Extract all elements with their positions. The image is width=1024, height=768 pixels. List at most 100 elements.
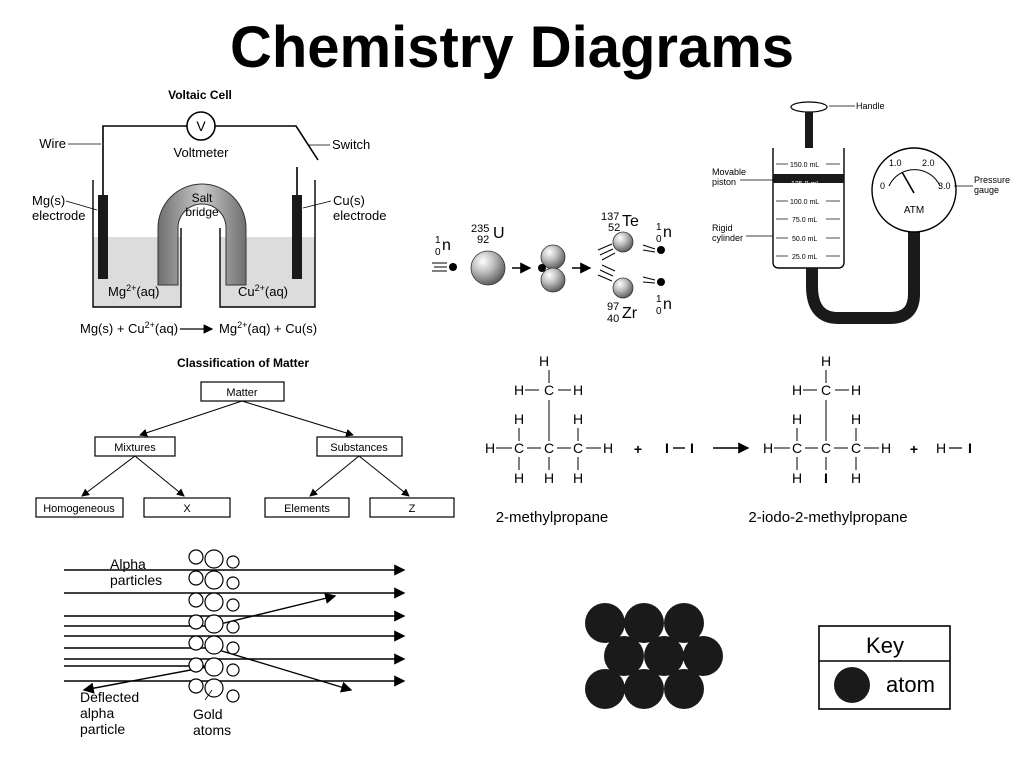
svg-text:H: H	[603, 440, 613, 456]
svg-text:H: H	[851, 470, 861, 486]
splitting-nucleus-bottom	[540, 267, 566, 293]
gold-label-2: atoms	[193, 722, 231, 738]
voltaic-cell-title: Voltaic Cell	[168, 88, 232, 102]
right-beaker	[219, 180, 316, 308]
svg-text:H: H	[936, 440, 946, 456]
svg-text:I: I	[690, 440, 694, 456]
volume-75: 75.0 mL	[792, 217, 817, 224]
atom-circle	[683, 636, 723, 676]
svg-text:Substances: Substances	[330, 442, 388, 454]
svg-text:C: C	[851, 440, 861, 456]
zr-symbol: Zr	[622, 305, 638, 322]
halogenation-reaction: H H C H H H H C C C H H H H	[485, 353, 972, 526]
voltaic-equation-right: Mg2+(aq) + Cu(s)	[219, 320, 317, 336]
svg-text:H: H	[821, 353, 831, 369]
cu-leader	[302, 200, 332, 209]
voltmeter-label: Voltmeter	[174, 145, 230, 160]
node-z	[369, 497, 455, 518]
cu-electrode-label-1: Cu(s)	[333, 193, 365, 208]
deflected-label-2: alpha	[80, 705, 114, 721]
mg-ion-label: Mg2+(aq)	[108, 283, 159, 299]
cylinder-graduations: 150.0 mL 125.0 mL 100.0 mL 75.0 mL 50.0 …	[776, 162, 840, 261]
svg-text:H: H	[539, 353, 549, 369]
svg-text:H: H	[573, 411, 583, 427]
gauge-tick-2: 2.0	[922, 158, 935, 168]
svg-text:n: n	[663, 296, 672, 313]
svg-text:Elements: Elements	[284, 503, 330, 515]
alpha-label-1: Alpha	[110, 556, 146, 572]
svg-text:n: n	[663, 224, 672, 241]
neutron-symbol: n	[442, 237, 451, 254]
gold-atoms	[188, 549, 240, 703]
svg-text:C: C	[514, 440, 524, 456]
svg-text:H: H	[792, 411, 802, 427]
classification-diagram: Classification of Matter Matter Mixtures…	[35, 356, 455, 518]
zr-nucleus	[612, 277, 634, 299]
svg-text:C: C	[573, 440, 583, 456]
svg-text:C: C	[544, 440, 554, 456]
uranium-nucleus	[470, 250, 506, 286]
movable-piston	[773, 174, 844, 183]
mg-electrode	[98, 195, 108, 279]
cu-electrode-label-2: electrode	[333, 208, 386, 223]
reaction-plus-2: +	[910, 441, 918, 457]
packed-atoms	[585, 603, 723, 709]
movable-piston-label-2: piston	[712, 177, 736, 187]
svg-text:H: H	[763, 440, 773, 456]
svg-text:0: 0	[656, 306, 662, 317]
voltaic-cell-diagram: Voltaic Cell V Voltmeter Wire Switch Sal…	[32, 88, 386, 336]
handle-label: Handle	[856, 101, 885, 111]
svg-text:C: C	[821, 440, 831, 456]
gas-cylinder-diagram: Handle 150.0 mL 125.0 mL 100.0 mL 75.0 m…	[712, 101, 1010, 324]
product-name: 2-iodo-2-methylpropane	[748, 509, 907, 526]
uranium-symbol: U	[493, 225, 505, 242]
alpha-label-2: particles	[110, 572, 162, 588]
gauge-unit: ATM	[904, 205, 924, 216]
voltmeter-icon	[186, 111, 216, 141]
mg-leader	[65, 200, 98, 211]
classification-arrows	[81, 400, 410, 497]
te-motion-lines	[597, 243, 616, 261]
deflected-label-3: particle	[80, 721, 125, 737]
cu-electrode	[292, 195, 302, 279]
svg-text:C: C	[544, 382, 554, 398]
svg-text:1: 1	[656, 294, 662, 305]
svg-text:H: H	[881, 440, 891, 456]
molecule-hydrogen-iodide: H I	[936, 440, 972, 456]
movable-piston-label-1: Movable	[712, 167, 746, 177]
left-beaker	[92, 180, 182, 308]
absorbed-neutron	[538, 264, 546, 272]
atom-circle	[664, 669, 704, 709]
pressure-gauge	[871, 147, 957, 233]
mg-electrode-label-1: Mg(s)	[32, 193, 65, 208]
reaction-plus-1: +	[634, 441, 642, 457]
atom-circle	[624, 603, 664, 643]
atom-circle	[644, 636, 684, 676]
piston-rod	[805, 112, 813, 174]
voltaic-equation-left: Mg(s) + Cu2+(aq)	[80, 320, 178, 336]
gauge-needle	[901, 171, 915, 194]
svg-text:H: H	[514, 470, 524, 486]
zr-motion-lines	[597, 264, 616, 282]
switch-label: Switch	[332, 137, 370, 152]
deflected-label-1: Deflected	[80, 689, 139, 705]
pressure-gauge-label-2: gauge	[974, 185, 999, 195]
node-homogeneous	[35, 497, 124, 518]
svg-text:I: I	[824, 470, 828, 486]
node-elements	[264, 497, 350, 518]
volume-50: 50.0 mL	[792, 236, 817, 243]
svg-text:I: I	[665, 440, 669, 456]
key-atom-label: atom	[886, 672, 935, 697]
reactant-name: 2-methylpropane	[496, 509, 609, 526]
svg-text:H: H	[851, 382, 861, 398]
svg-text:Mixtures: Mixtures	[114, 442, 156, 454]
released-neutron-bottom: 1 0 n	[642, 276, 672, 317]
connecting-tube	[806, 232, 920, 324]
neutron-dot-top	[657, 246, 665, 254]
gauge-tick-1: 1.0	[889, 158, 902, 168]
atom-icon	[834, 667, 870, 703]
svg-text:H: H	[544, 470, 554, 486]
salt-bridge-label-1: Salt	[192, 191, 213, 205]
uranium-mass: 235	[471, 223, 489, 235]
molecule-iodine: I I	[665, 440, 694, 456]
